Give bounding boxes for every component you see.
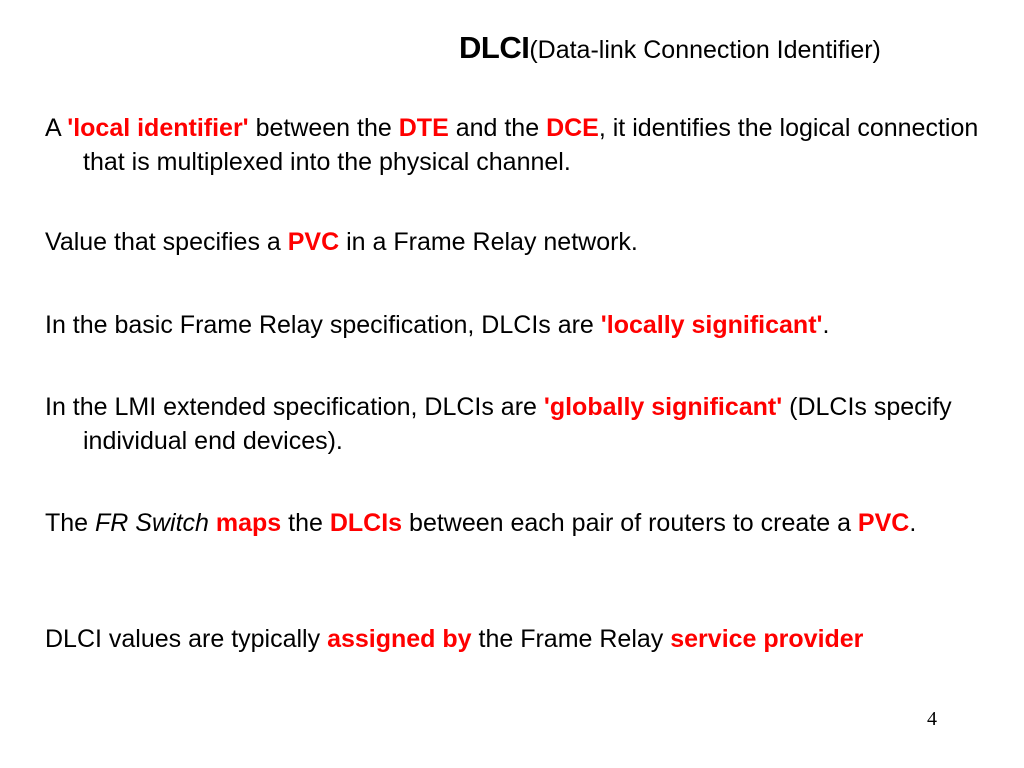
text-segment: between each pair of routers to create a — [402, 509, 858, 537]
text-segment: between the — [248, 114, 399, 142]
highlight-service-provider: service provider — [670, 625, 864, 653]
highlight-dte: DTE — [398, 114, 449, 142]
text-segment: The — [45, 509, 96, 537]
italic-fr-switch: FR Switch — [95, 509, 209, 537]
text-segment: DLCI values are typically — [45, 625, 328, 653]
text-segment: . — [822, 311, 830, 339]
text-segment: , it identifies the logical connection t… — [83, 114, 979, 176]
highlight-pvc: PVC — [857, 509, 910, 537]
text-segment: . — [909, 509, 917, 537]
text-segment: in a Frame Relay network. — [339, 228, 638, 256]
bullet-local-identifier: A 'local identifier' between the DTE and… — [45, 111, 990, 179]
highlight-dlcis: DLCIs — [329, 509, 403, 537]
text-segment: the Frame Relay — [471, 625, 671, 653]
bullet-locally-significant: In the basic Frame Relay specification, … — [45, 308, 990, 342]
text-segment: A — [45, 114, 68, 142]
highlight-pvc: PVC — [287, 228, 340, 256]
text-segment: Value that specifies a — [45, 228, 288, 256]
pvc-group: PVC. — [858, 509, 916, 537]
highlight-dce: DCE — [546, 114, 599, 142]
text-segment: (DLCIs specify individual end devices). — [83, 393, 952, 455]
text-segment: the — [281, 509, 330, 537]
bullet-globally-significant: In the LMI extended specification, DLCIs… — [45, 390, 990, 458]
highlight-local-identifier: 'local identifier' — [67, 114, 249, 142]
page-number: 4 — [927, 708, 937, 730]
bullet-fr-switch: The FR Switch maps the DLCIs between eac… — [45, 506, 990, 540]
title-subtitle: (Data-link Connection Identifier) — [529, 36, 881, 64]
highlight-assigned-by: assigned by — [327, 625, 472, 653]
bullet-service-provider: DLCI values are typically assigned by th… — [45, 622, 990, 656]
title-main: DLCI — [459, 30, 530, 65]
text-segment: and the — [448, 114, 547, 142]
text-segment — [209, 509, 216, 537]
highlight-maps: maps — [215, 509, 282, 537]
text-segment: In the LMI extended specification, DLCIs… — [45, 393, 544, 421]
text-segment: In the basic Frame Relay specification, … — [45, 311, 601, 339]
slide-title: DLCI(Data-link Connection Identifier) — [459, 32, 881, 63]
bullet-pvc-value: Value that specifies a PVC in a Frame Re… — [45, 225, 990, 259]
highlight-locally-significant: 'locally significant' — [600, 311, 823, 339]
highlight-globally-significant: 'globally significant' — [543, 393, 783, 421]
